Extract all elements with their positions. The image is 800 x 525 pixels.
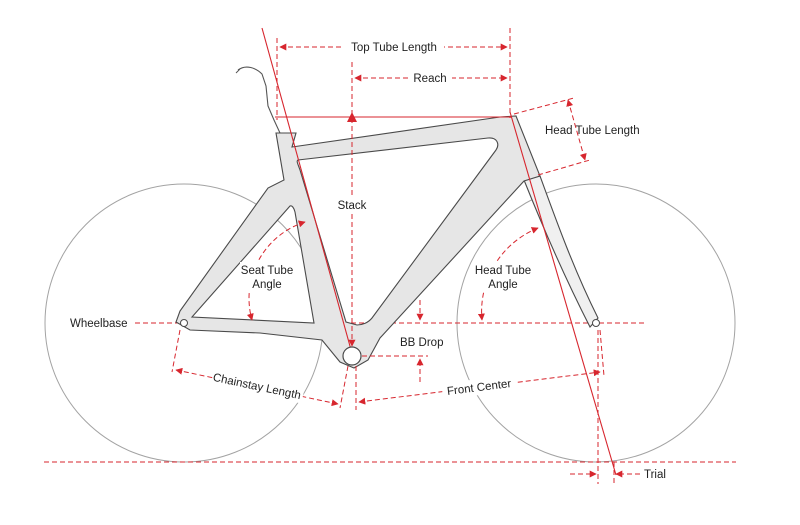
saddle-rail	[237, 66, 281, 134]
stack-arrow-top	[347, 112, 357, 122]
reach-label: Reach	[413, 73, 446, 85]
trail-label: Trial	[644, 469, 666, 481]
rear-axle	[180, 319, 188, 327]
seat-tube-angle-label-1: Seat Tube	[241, 265, 293, 277]
head-tube-dim	[566, 99, 587, 161]
wheelbase-label: Wheelbase	[70, 318, 128, 330]
saddle-clamp	[235, 68, 241, 74]
head-tube-ext-bottom	[537, 159, 591, 176]
front-center-ext-axle	[599, 329, 605, 377]
chainstay-ext-bb	[339, 365, 349, 409]
bb-drop-label: BB Drop	[400, 337, 443, 349]
bottom-bracket	[342, 346, 362, 366]
head-tube-length-label: Head Tube Length	[545, 125, 640, 137]
seat-tube-angle-arc	[246, 220, 306, 321]
steering-axis-line	[509, 111, 617, 476]
head-tube-angle-label-1: Head Tube	[475, 265, 531, 277]
head-tube-angle-label-2: Angle	[488, 279, 517, 291]
top-tube-length-label: Top Tube Length	[351, 42, 437, 54]
front-axle	[592, 319, 600, 327]
bike-frame	[175, 115, 541, 369]
seat-tube-angle-label-2: Angle	[252, 279, 281, 291]
chainstay-ext-rear	[171, 329, 181, 373]
head-tube-ext-top	[513, 97, 575, 115]
stack-label: Stack	[338, 200, 367, 212]
